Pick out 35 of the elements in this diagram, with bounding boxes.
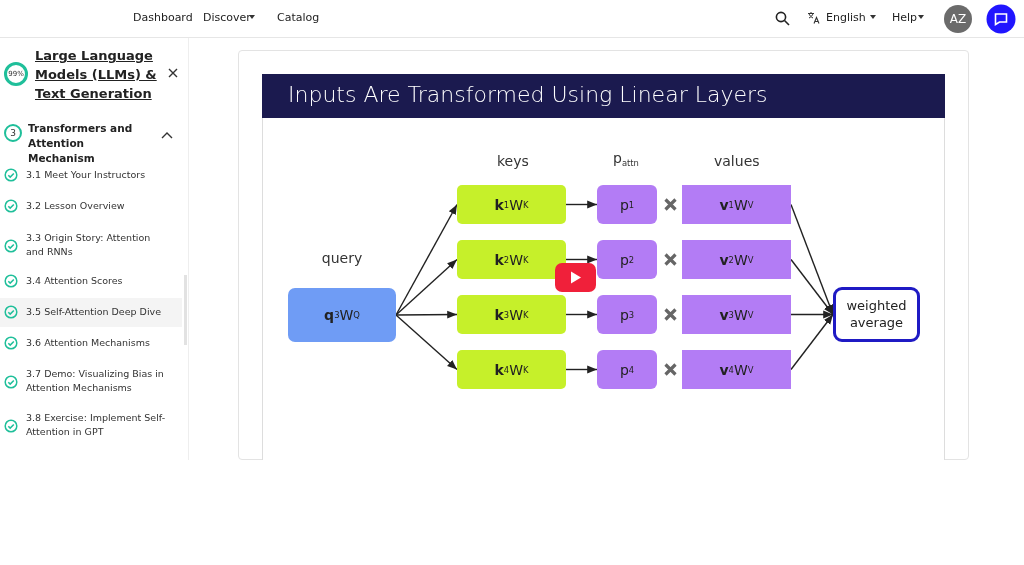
slide-title: Inputs Are Transformed Using Linear Layers xyxy=(288,82,768,107)
node-caption: query xyxy=(320,250,364,266)
column-heading: keys xyxy=(497,153,529,169)
arrow xyxy=(790,310,834,319)
arrow xyxy=(395,310,458,319)
course-title: Large Language Models (LLMs) & Text Generation xyxy=(35,47,158,103)
arrow xyxy=(565,255,598,264)
lesson-link: 3.8 Exercise: Implement Self-Attention in GPT xyxy=(26,411,167,439)
nav-link: Discover xyxy=(203,11,251,24)
language-selector: English xyxy=(826,11,866,24)
arrow xyxy=(565,310,598,319)
column-heading: values xyxy=(714,153,760,169)
arrow xyxy=(790,258,834,316)
arrow xyxy=(395,314,458,371)
lesson-link: 3.6 Attention Mechanisms xyxy=(26,337,150,348)
arrow xyxy=(790,203,834,316)
lesson-link: 3.7 Demo: Visualizing Bias in Attention Mechanisms xyxy=(26,367,165,395)
arrow xyxy=(395,258,458,316)
output-box: weighted average xyxy=(833,287,920,342)
arrow xyxy=(790,313,834,371)
module-title: Transformers and Attention Mechanism xyxy=(28,121,134,167)
avatar: AZ xyxy=(944,5,972,33)
column-heading: p$_{attn}$ xyxy=(613,150,639,168)
lesson-link: 3.2 Lesson Overview xyxy=(26,200,125,211)
arrow xyxy=(565,200,598,209)
lesson-link: 3.5 Self-Attention Deep Dive xyxy=(26,306,162,317)
lesson-link: 3.1 Meet Your Instructors xyxy=(26,169,146,180)
arrow xyxy=(395,203,458,316)
module-number: 3 xyxy=(4,124,22,142)
nav-link: Dashboard xyxy=(133,11,193,24)
nav-link: Catalog xyxy=(277,11,320,24)
arrow xyxy=(565,365,598,374)
help-menu: Help xyxy=(892,11,918,24)
lesson-link: 3.3 Origin Story: Attention and RNNs xyxy=(26,231,152,259)
lesson-link: 3.4 Attention Scores xyxy=(26,275,123,286)
